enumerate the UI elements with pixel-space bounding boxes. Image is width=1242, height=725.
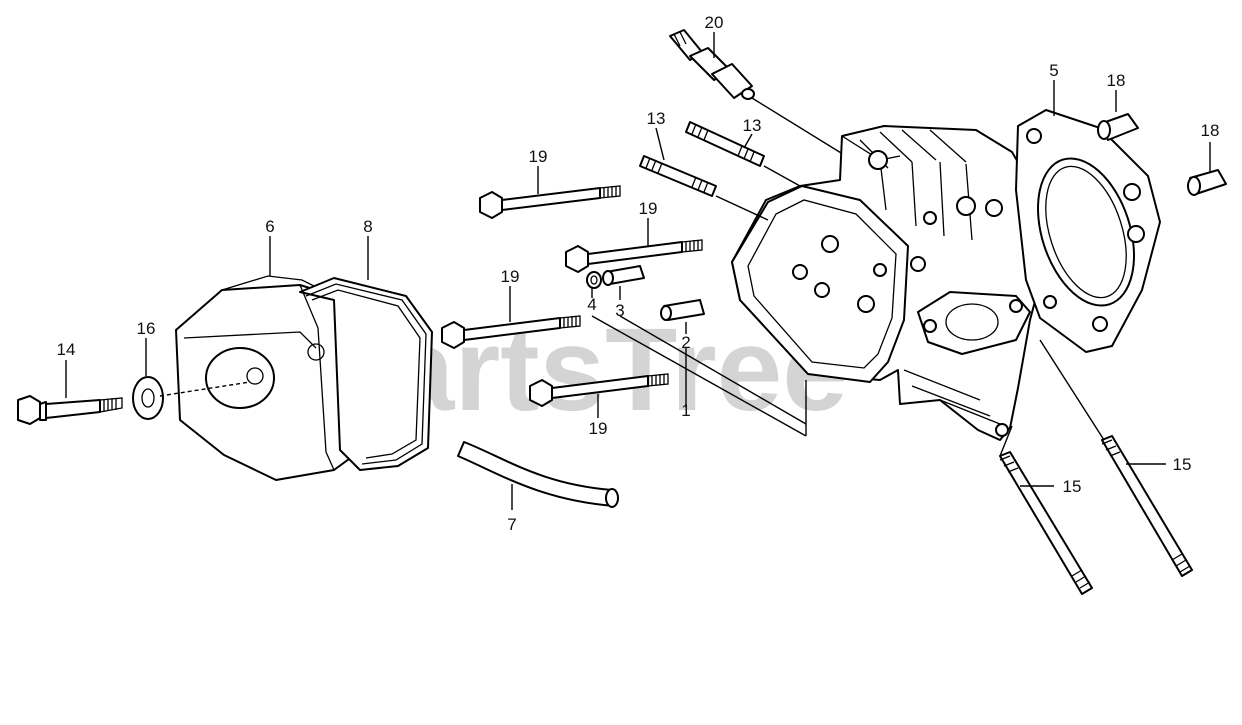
leader-line: [751, 97, 847, 157]
callout-15-left: 15: [1063, 477, 1082, 496]
stud-13-right[interactable]: [685, 121, 765, 167]
callout-20: 20: [705, 13, 724, 32]
callout-2: 2: [681, 333, 690, 352]
callout-15-right: 15: [1173, 455, 1192, 474]
callout-19-bottom: 19: [589, 419, 608, 438]
callout-5: 5: [1049, 61, 1058, 80]
dowel-pin-2[interactable]: [660, 299, 705, 321]
callout-3: 3: [615, 301, 624, 320]
spark-plug-20[interactable]: [669, 29, 755, 100]
bolt-19-bottom[interactable]: [529, 373, 669, 407]
bolt-19-left[interactable]: [441, 315, 581, 349]
callout-7: 7: [507, 515, 516, 534]
callout-6: 6: [265, 217, 274, 236]
stud-13-left[interactable]: [639, 155, 717, 197]
stud-15-right[interactable]: [1101, 435, 1193, 577]
dowel-pin-3[interactable]: [602, 265, 645, 286]
callout-19-top: 19: [529, 147, 548, 166]
dowel-18-right[interactable]: [1187, 169, 1227, 196]
callout-18-right: 18: [1201, 121, 1220, 140]
callout-13-right: 13: [743, 116, 762, 135]
callout-13-left: 13: [647, 109, 666, 128]
washer-16[interactable]: [132, 376, 164, 420]
leader-lines: [65, 32, 1211, 510]
callout-8: 8: [363, 217, 372, 236]
bolt-19-top[interactable]: [479, 185, 621, 219]
callout-19-mid: 19: [639, 199, 658, 218]
callout-16: 16: [137, 319, 156, 338]
dowel-18-left[interactable]: [1097, 113, 1139, 141]
callout-labels: 20 5 18 18 13 13 19 19 19 19 6 8 14 16 4…: [57, 13, 1220, 534]
bolt-19-mid[interactable]: [565, 239, 703, 273]
o-ring-4[interactable]: [586, 271, 602, 289]
callout-18-left: 18: [1107, 71, 1126, 90]
cylinder-head[interactable]: [731, 125, 1047, 441]
bolt-14[interactable]: [17, 395, 123, 425]
leader-line: [159, 381, 251, 397]
head-gasket-5[interactable]: [1015, 109, 1161, 353]
breather-tube-7[interactable]: [457, 441, 619, 508]
callout-14: 14: [57, 340, 76, 359]
callout-19-left: 19: [501, 267, 520, 286]
callout-1: 1: [681, 401, 690, 420]
stud-15-left[interactable]: [999, 451, 1093, 595]
callout-4: 4: [587, 295, 596, 314]
valve-cover-gasket[interactable]: [299, 277, 433, 471]
